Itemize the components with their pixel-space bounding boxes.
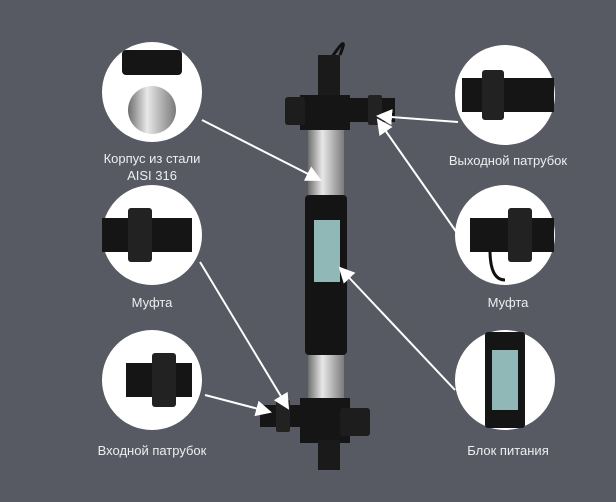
arrow-inlet bbox=[204, 394, 272, 417]
label-inlet-pipe: Входной патрубок bbox=[97, 443, 207, 458]
label-outlet-pipe: Выходной патрубок bbox=[448, 153, 568, 168]
detail-circle-coupling-right bbox=[455, 185, 555, 285]
label-power-unit: Блок питания bbox=[467, 443, 549, 458]
label-coupling-right: Муфта bbox=[487, 295, 529, 310]
arrow-outlet bbox=[376, 109, 459, 126]
arrow-body bbox=[201, 119, 322, 181]
arrow-coupling-right bbox=[376, 118, 463, 241]
detail-circle-body bbox=[102, 42, 202, 150]
arrow-power bbox=[338, 266, 456, 391]
detail-circle-coupling-left bbox=[102, 185, 202, 285]
label-body-steel: Корпус из стали AISI 316 bbox=[52, 150, 252, 184]
label-body-steel-line2: AISI 316 bbox=[127, 168, 177, 183]
label-body-steel-line1: Корпус из стали bbox=[103, 151, 201, 166]
detail-circle-inlet bbox=[102, 330, 202, 430]
detail-circle-power bbox=[455, 330, 555, 430]
label-coupling-left: Муфта bbox=[131, 295, 173, 310]
arrow-coupling-left bbox=[199, 261, 290, 410]
detail-circle-outlet bbox=[455, 45, 555, 145]
uv-device bbox=[260, 42, 395, 470]
